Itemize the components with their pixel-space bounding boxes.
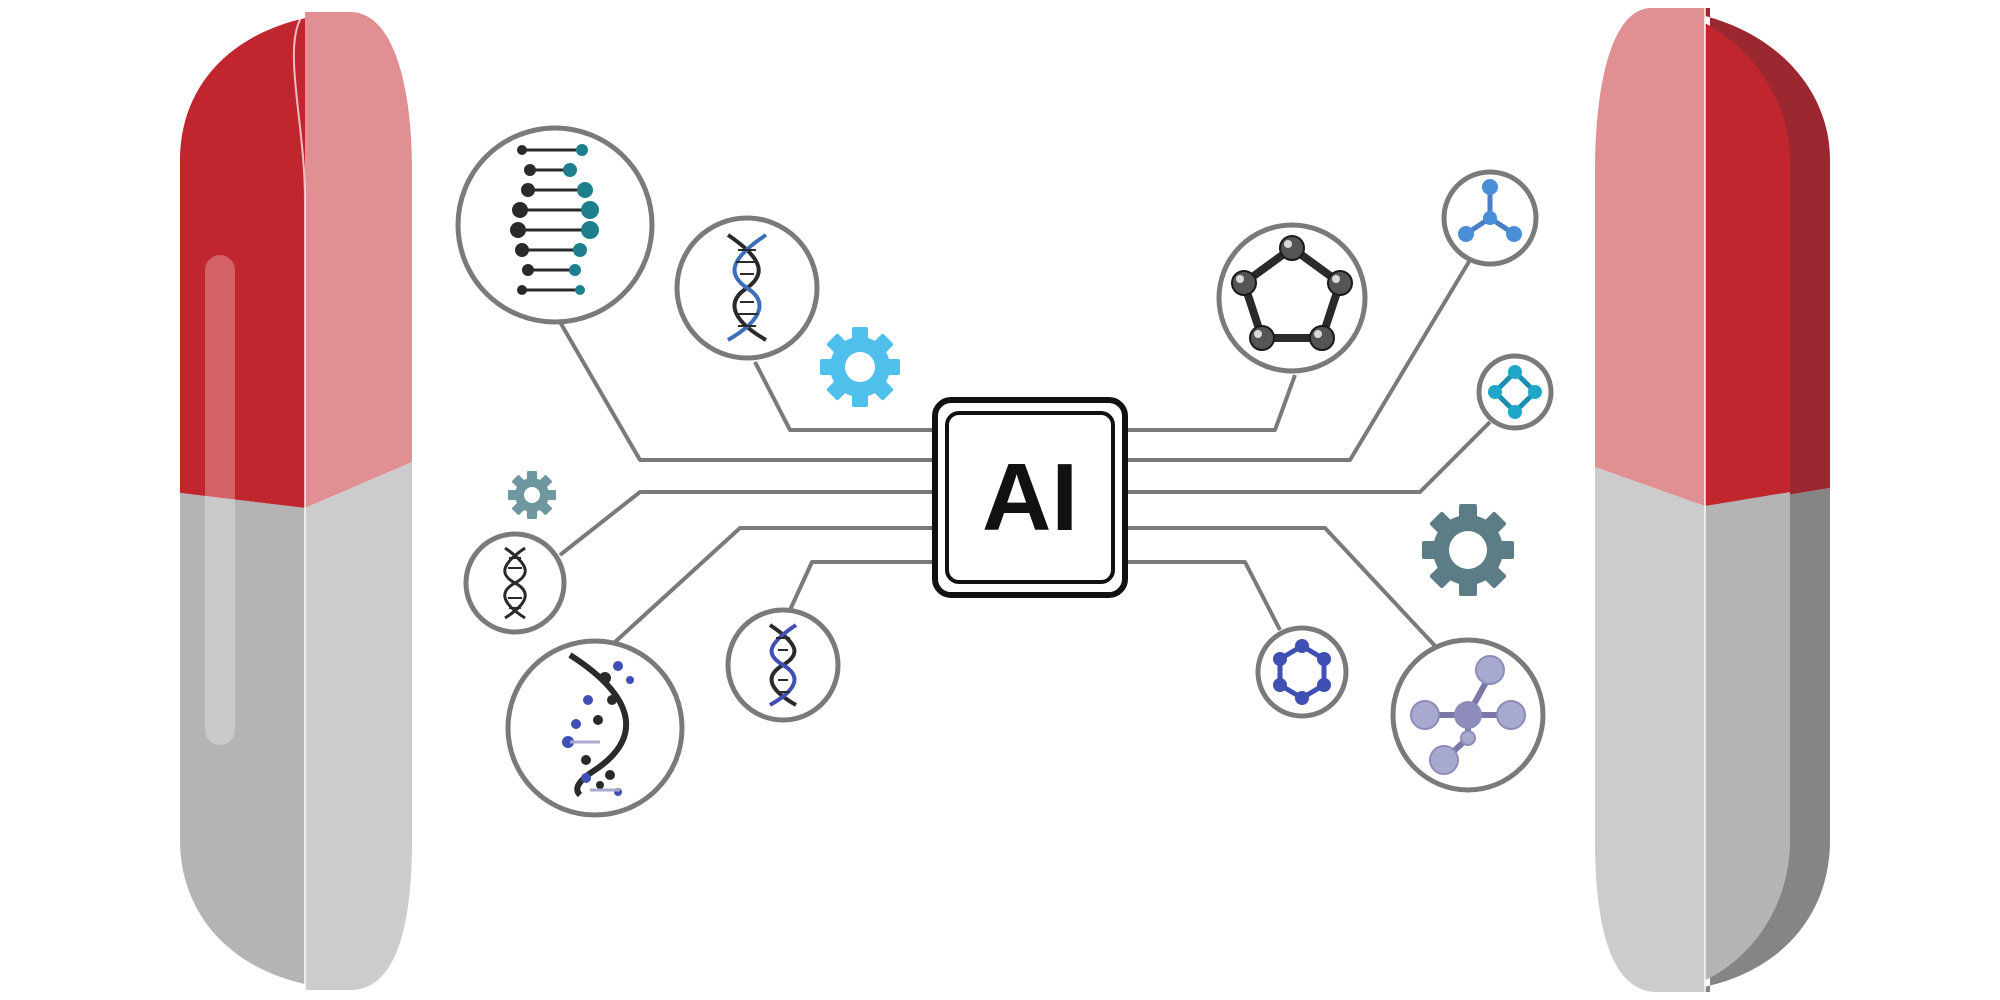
diamond-molecule-icon: [1488, 365, 1542, 419]
ai-chip-label: AI: [982, 444, 1078, 551]
dna-helix-icon: [726, 233, 768, 342]
trace-left-3: [558, 490, 936, 557]
capsule-left-icon: [180, 11, 412, 990]
dna-helix-icon: [503, 546, 527, 620]
trace-left-4: [613, 526, 936, 644]
trace-right-4: [1124, 526, 1439, 650]
trace-left-1: [558, 320, 936, 462]
circuit-traces: [558, 258, 1492, 650]
capsule-right-icon: [1595, 8, 1830, 992]
trace-right-1: [1124, 374, 1297, 432]
ai-chip-icon: AI: [932, 397, 1128, 598]
gear-icon: [1422, 504, 1514, 596]
diamond-molecule-node: [1476, 353, 1554, 431]
gear-icon: [508, 471, 556, 519]
trace-right-2: [1124, 258, 1472, 462]
hexagon-molecule-icon: [1273, 639, 1331, 705]
trace-left-5: [788, 560, 936, 611]
dna-node-bottom-center-left: [725, 607, 841, 723]
trace-right-5: [1124, 560, 1282, 631]
gear-icon: [820, 327, 900, 407]
dna-node-large-bottom-left: [505, 638, 685, 818]
triangular-molecule-node: [1441, 169, 1539, 267]
capsule-left-highlight: [205, 255, 235, 745]
dna-node-large-top-left: [455, 125, 655, 325]
dna-helix-icon: [562, 652, 634, 798]
pentagon-molecule-node: [1216, 222, 1368, 374]
branched-molecule-icon: [1410, 655, 1526, 775]
triangular-molecule-icon: [1458, 179, 1522, 242]
hexagon-molecule-node: [1255, 625, 1349, 719]
trace-right-3: [1124, 420, 1492, 494]
dna-helix-icon: [510, 144, 599, 295]
pentagon-molecule-icon: [1231, 235, 1353, 351]
dna-node-middle-left: [463, 531, 567, 635]
dna-helix-icon: [768, 623, 798, 707]
branched-molecule-node: [1390, 637, 1546, 793]
trace-left-2: [753, 361, 936, 432]
dna-node-top-center-left: [674, 215, 820, 361]
